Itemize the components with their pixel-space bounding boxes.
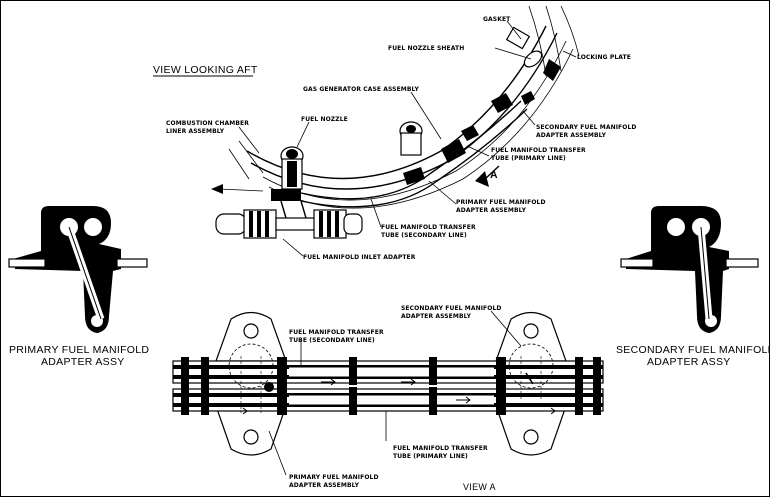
label-transfer-secondary-top-2: TUBE (SECONDARY LINE) bbox=[381, 232, 467, 239]
label-secondary-adapter-top: SECONDARY FUEL MANIFOLD bbox=[536, 124, 636, 131]
label-va-transfer-primary: FUEL MANIFOLD TRANSFER bbox=[393, 445, 488, 452]
label-va-transfer-secondary: FUEL MANIFOLD TRANSFER bbox=[289, 329, 384, 336]
label-va-transfer-primary-2: TUBE (PRIMARY LINE) bbox=[393, 453, 468, 460]
label-va-secondary-adapter: SECONDARY FUEL MANIFOLD bbox=[401, 305, 501, 312]
label-transfer-primary-top: FUEL MANIFOLD TRANSFER bbox=[491, 147, 586, 154]
leader-lines-top bbox=[238, 20, 577, 257]
label-primary-adapter-top-2: ADAPTER ASSEMBLY bbox=[456, 207, 527, 214]
primary-adapter-assy-drawing bbox=[8, 206, 148, 333]
label-transfer-primary-top-2: TUBE (PRIMARY LINE) bbox=[491, 155, 566, 162]
label-secondary-adapter-top-2: ADAPTER ASSEMBLY bbox=[536, 132, 607, 139]
top-assembly bbox=[211, 5, 580, 239]
label-primary-adapter-top: PRIMARY FUEL MANIFOLD bbox=[456, 199, 546, 206]
label-gasket: GASKET bbox=[483, 16, 511, 23]
view-a-labels: FUEL MANIFOLD TRANSFER TUBE (SECONDARY L… bbox=[289, 305, 501, 492]
leader-lines-view-a bbox=[268, 310, 522, 476]
secondary-adapter-assy-drawing bbox=[620, 206, 759, 333]
inlet-adapter-assembly bbox=[215, 200, 363, 239]
label-combustion-liner: LINER ASSEMBLY bbox=[166, 128, 225, 135]
view-a-title: VIEW A bbox=[463, 482, 496, 492]
label-primary-assy-2: ADAPTER ASSY bbox=[41, 356, 125, 368]
label-va-secondary-adapter-2: ADAPTER ASSEMBLY bbox=[401, 313, 472, 320]
label-combustion-chamber: COMBUSTION CHAMBER bbox=[166, 120, 249, 127]
arrow-letter-a: A bbox=[490, 169, 498, 181]
label-va-primary-adapter-2: ADAPTER ASSEMBLY bbox=[289, 482, 360, 489]
label-inlet-adapter: FUEL MANIFOLD INLET ADAPTER bbox=[303, 254, 416, 261]
label-va-transfer-secondary-2: TUBE (SECONDARY LINE) bbox=[289, 337, 375, 344]
top-labels: VIEW LOOKING AFT GASKET FUEL NOZZLE SHEA… bbox=[153, 16, 636, 261]
label-secondary-assy-2: ADAPTER ASSY bbox=[647, 356, 731, 368]
view-a-drawing bbox=[172, 311, 604, 456]
label-secondary-assy: SECONDARY FUEL MANIFOLD bbox=[616, 344, 769, 356]
view-title: VIEW LOOKING AFT bbox=[153, 64, 258, 76]
label-va-primary-adapter: PRIMARY FUEL MANIFOLD bbox=[289, 474, 379, 481]
label-fuel-nozzle-sheath: FUEL NOZZLE SHEATH bbox=[388, 45, 464, 52]
label-primary-assy: PRIMARY FUEL MANIFOLD bbox=[9, 344, 149, 356]
label-fuel-nozzle: FUEL NOZZLE bbox=[301, 116, 348, 123]
label-locking-plate: LOCKING PLATE bbox=[577, 54, 631, 61]
label-gas-generator-case: GAS GENERATOR CASE ASSEMBLY bbox=[303, 86, 420, 93]
label-transfer-secondary-top: FUEL MANIFOLD TRANSFER bbox=[381, 224, 476, 231]
